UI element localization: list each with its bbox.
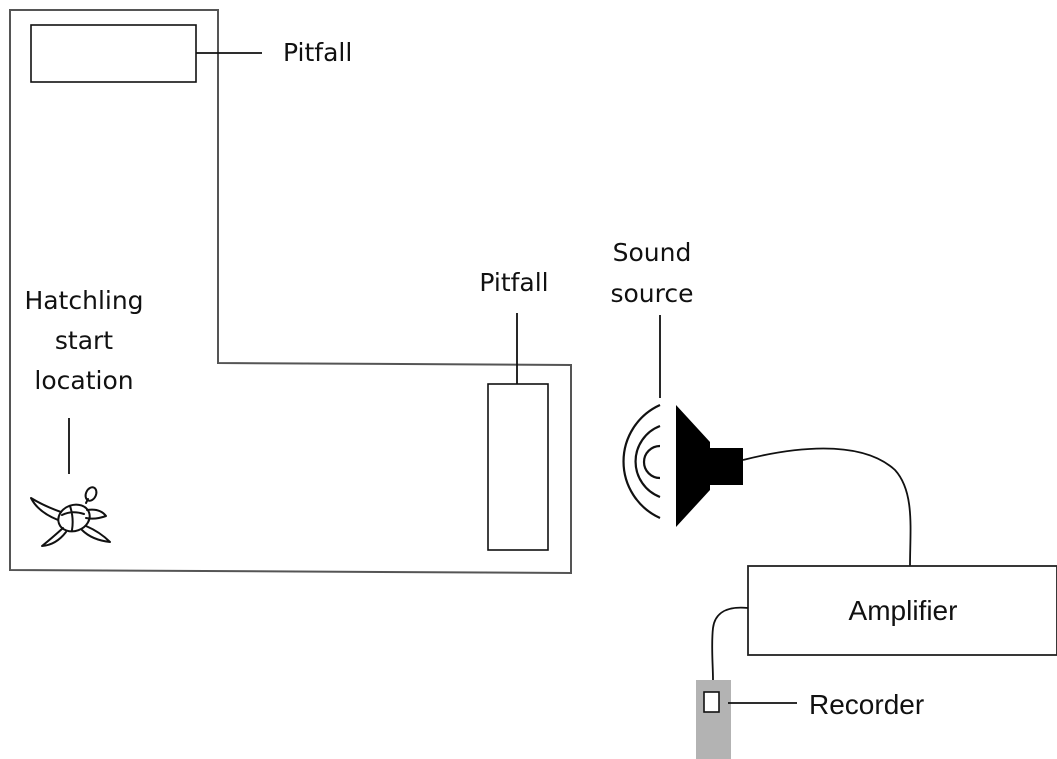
speaker-cable (742, 447, 912, 567)
pitfall-right-label: Pitfall (479, 268, 548, 297)
hatchling-label-line-3: location (34, 366, 133, 395)
pitfall-top-label: Pitfall (283, 38, 352, 67)
speaker-icon (676, 405, 743, 527)
recorder-label: Recorder (809, 689, 924, 720)
sound-wave-icon (622, 403, 661, 520)
turtle-hatchling-icon (30, 486, 111, 547)
arena-outline (9, 9, 572, 575)
amplifier-label: Amplifier (849, 595, 958, 626)
amplifier-box (747, 565, 1057, 656)
hatchling-label-line-1: Hatchling (24, 286, 143, 315)
hatchling-label-line-2: start (55, 326, 113, 355)
sound-source-label-line-1: Sound (613, 238, 692, 267)
recorder-device (696, 680, 731, 759)
pitfall-right (487, 383, 549, 551)
pitfall-top (30, 24, 197, 83)
recorder-cable (711, 606, 749, 681)
sound-source-label-line-2: source (610, 279, 693, 308)
